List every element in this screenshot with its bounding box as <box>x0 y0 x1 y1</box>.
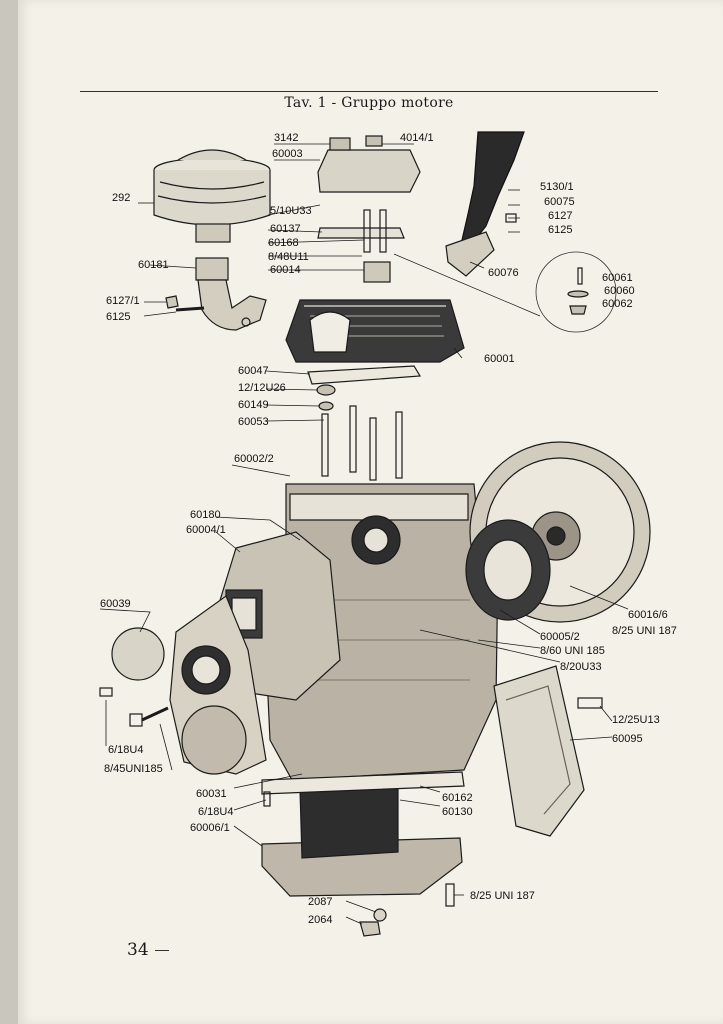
exhaust-pipe-drawing <box>445 131 525 277</box>
part-label: 6/18U4 <box>108 744 143 756</box>
part-label: 5/10U33 <box>270 205 312 217</box>
part-label: 60014 <box>270 264 301 276</box>
cylinder-head-drawing <box>285 299 465 363</box>
part-label: 2087 <box>308 896 332 908</box>
part-label: 60168 <box>268 237 299 249</box>
part-label: 60076 <box>488 267 519 279</box>
inset-detail-drawing <box>393 251 617 333</box>
part-label: 12/25U13 <box>612 714 660 726</box>
part-label: 60180 <box>190 509 221 521</box>
part-label: 60137 <box>270 223 301 235</box>
page-title: Tav. 1 - Gruppo motore <box>284 95 454 111</box>
part-label: 8/60 UNI 185 <box>540 645 605 657</box>
part-label: 60016/6 <box>628 609 668 621</box>
part-label: 4014/1 <box>400 132 434 144</box>
air-filter-drawing <box>153 149 271 243</box>
part-label: 60003 <box>272 148 303 160</box>
part-label: 60062 <box>602 298 633 310</box>
page-number: 34 <box>127 940 149 960</box>
part-label: 60181 <box>138 259 169 271</box>
part-label: 60001 <box>484 353 515 365</box>
part-label: 8/20U33 <box>560 661 602 673</box>
part-label: 6127/1 <box>106 295 140 307</box>
part-label: 6127 <box>548 210 572 222</box>
part-label: 2064 <box>308 914 332 926</box>
left-bolts-drawing <box>99 295 205 727</box>
page-number-dash <box>155 950 169 951</box>
head-cover-drawing <box>317 135 421 283</box>
part-label: 8/45UNI185 <box>104 763 163 775</box>
drain-plug-drawing <box>359 883 455 937</box>
part-label: 6/18U4 <box>198 806 233 818</box>
header-rule <box>80 91 658 92</box>
part-label: 6125 <box>548 224 572 236</box>
part-label: 8/25 UNI 187 <box>612 625 677 637</box>
bracket-drawing <box>493 665 603 837</box>
part-label: 60031 <box>196 788 227 800</box>
part-label: 60149 <box>238 399 269 411</box>
part-label: 60061 <box>602 272 633 284</box>
part-label: 60005/2 <box>540 631 580 643</box>
part-labels: 3142 4014/1 60003 292 5/10U33 60137 6016… <box>100 132 677 926</box>
part-label: 60039 <box>100 598 131 610</box>
part-label: 60060 <box>604 285 635 297</box>
bearing-plate-drawing <box>465 519 551 621</box>
part-label: 60130 <box>442 806 473 818</box>
part-label: 60006/1 <box>190 822 230 834</box>
front-cover-drawing <box>111 595 267 775</box>
studs-drawing <box>321 405 403 481</box>
part-label: 8/48U11 <box>268 251 309 263</box>
part-label: 6125 <box>106 311 130 323</box>
part-label: 60075 <box>544 196 575 208</box>
part-label: 60004/1 <box>186 524 226 536</box>
part-label: 8/25 UNI 187 <box>470 890 535 902</box>
intake-elbow-drawing <box>195 257 267 331</box>
part-label: 292 <box>112 192 130 204</box>
part-label: 60053 <box>238 416 269 428</box>
oil-sump-drawing <box>261 771 465 897</box>
part-label: 5130/1 <box>540 181 574 193</box>
part-label: 3142 <box>274 132 298 144</box>
leader-lines <box>99 143 629 925</box>
part-label: 12/12U26 <box>238 382 286 394</box>
part-label: 60095 <box>612 733 643 745</box>
part-label: 60162 <box>442 792 473 804</box>
part-label: 60047 <box>238 365 269 377</box>
part-label: 60002/2 <box>234 453 274 465</box>
head-gasket-drawing <box>307 365 422 411</box>
